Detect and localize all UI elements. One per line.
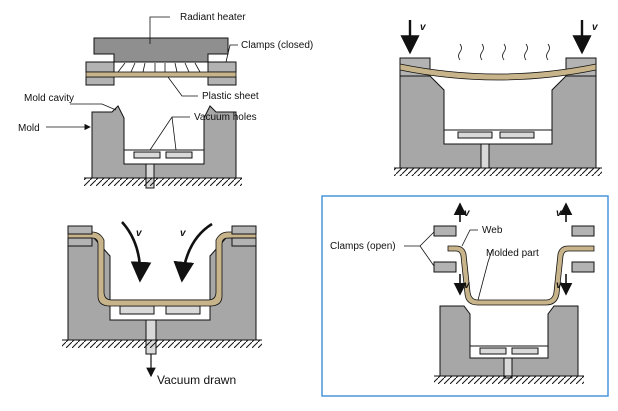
clamp-left-top bbox=[85, 61, 115, 73]
clamp-right-top bbox=[207, 61, 237, 73]
vacuum-pipe bbox=[480, 143, 490, 169]
ground bbox=[434, 376, 584, 384]
label-mold: Mold bbox=[18, 123, 40, 134]
label-clamps-closed: Clamps (closed) bbox=[241, 40, 313, 51]
vacuum-hole-left bbox=[457, 131, 493, 139]
plastic-sheet bbox=[85, 71, 237, 78]
vacuum-pipe bbox=[145, 319, 157, 355]
panel-clamping: v v bbox=[394, 20, 602, 176]
vacuum-pipe bbox=[503, 357, 513, 379]
radiant-heater bbox=[93, 37, 229, 63]
label-vacuum-holes: Vacuum holes bbox=[194, 112, 257, 123]
vacuum-hole-left bbox=[479, 347, 507, 355]
ground bbox=[62, 340, 262, 348]
vacuum-hole-right bbox=[499, 131, 535, 139]
clamp-right-top bbox=[571, 225, 595, 237]
arrow-curve-left bbox=[121, 221, 152, 283]
label-molded-part: Molded part bbox=[486, 248, 539, 259]
vacuum-hole-right bbox=[165, 151, 193, 159]
velocity-up-left: v bbox=[464, 208, 471, 219]
arrow-curve-right bbox=[173, 222, 213, 283]
molded-part bbox=[447, 245, 595, 306]
label-radiant-heater: Radiant heater bbox=[180, 12, 246, 23]
velocity-right: v bbox=[180, 228, 187, 239]
label-vacuum-drawn: Vacuum drawn bbox=[157, 373, 236, 387]
panel-heating: Radiant heater Clamps (closed) Plastic s… bbox=[18, 12, 313, 189]
mold bbox=[399, 75, 597, 169]
clamp-left-bottom bbox=[433, 261, 457, 273]
velocity-down-right: v bbox=[556, 280, 563, 291]
leader-lines-p4 bbox=[404, 229, 493, 301]
panel-frame bbox=[321, 195, 609, 397]
heat-waves bbox=[458, 43, 550, 61]
clamp-left-top bbox=[433, 225, 457, 237]
vacuum-pipe bbox=[145, 163, 155, 189]
label-web: Web bbox=[482, 225, 503, 236]
label-plastic-sheet: Plastic sheet bbox=[202, 91, 259, 102]
ground bbox=[84, 178, 242, 186]
clamp-right-bottom bbox=[231, 237, 257, 247]
vacuum-hole-right bbox=[511, 347, 539, 355]
radiation-lines bbox=[117, 62, 201, 73]
panel-vacuum-forming: v v Vacuum drawn bbox=[62, 221, 262, 387]
label-mold-cavity: Mold cavity bbox=[24, 93, 74, 104]
mold bbox=[67, 237, 257, 341]
ground bbox=[394, 168, 602, 176]
clamp-left-bottom bbox=[67, 237, 93, 247]
velocity-left: v bbox=[420, 22, 427, 33]
clamp-right-bottom bbox=[207, 76, 237, 86]
panel-release: v v v v Web Clamps (open) Molded part bbox=[321, 195, 609, 397]
plastic-sheet bbox=[399, 63, 597, 81]
leader-lines-p1 bbox=[46, 16, 238, 151]
label-clamps-open: Clamps (open) bbox=[330, 241, 396, 252]
clamp-right-bottom bbox=[571, 261, 595, 273]
velocity-down-left: v bbox=[464, 280, 471, 291]
vacuum-hole-left bbox=[133, 151, 161, 159]
vacuum-hole-left bbox=[119, 305, 155, 315]
velocity-up-right: v bbox=[556, 208, 563, 219]
clamp-left-top bbox=[67, 225, 93, 235]
velocity-left: v bbox=[136, 228, 143, 239]
vacuum-hole-right bbox=[165, 305, 201, 315]
velocity-right: v bbox=[592, 22, 599, 33]
clamp-right-top bbox=[231, 225, 257, 235]
clamp-left-bottom bbox=[85, 76, 115, 86]
